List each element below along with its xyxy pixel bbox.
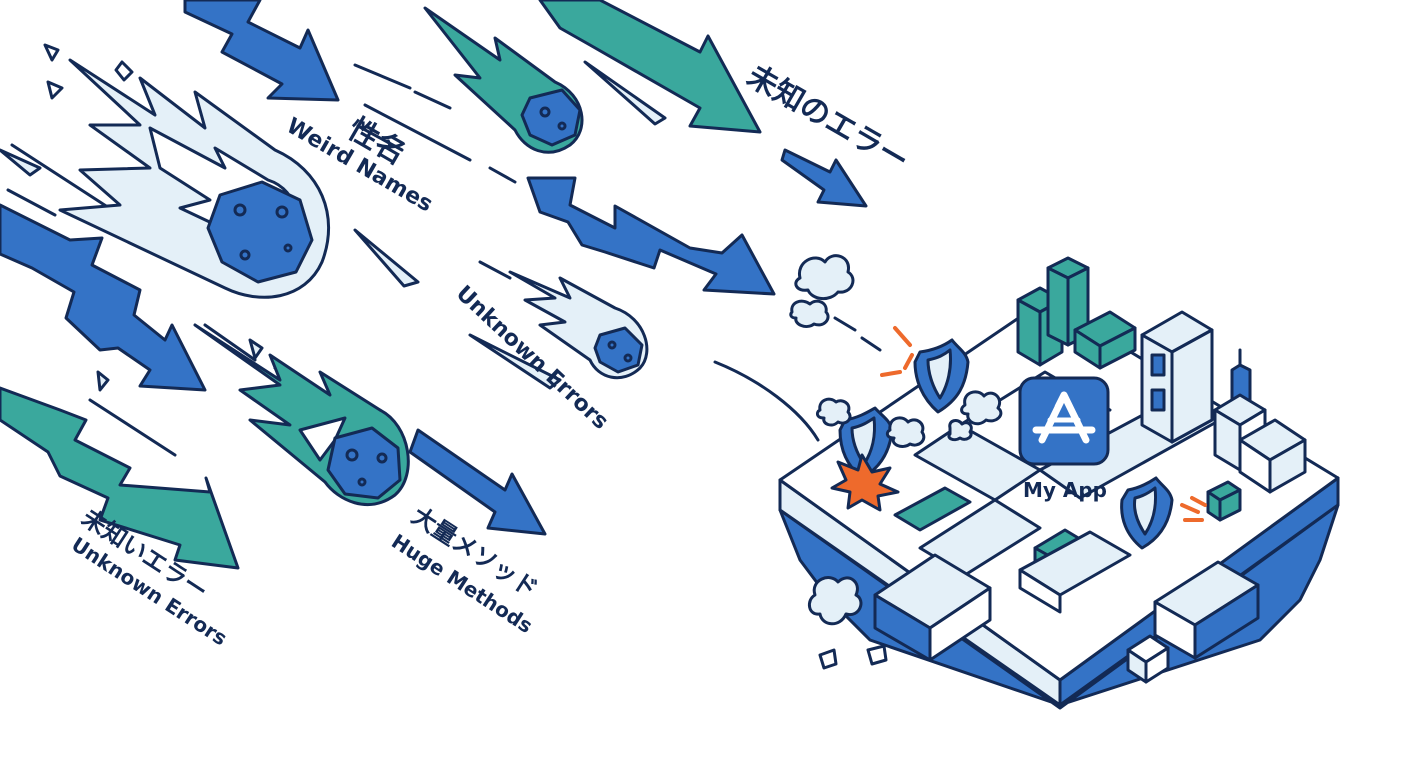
app-island: My App bbox=[778, 254, 1340, 710]
zigzag-arrow-icon bbox=[183, 0, 340, 102]
zigzag-arrow-icon bbox=[526, 176, 776, 296]
speed-lines bbox=[6, 63, 882, 457]
app-name: My App bbox=[1023, 478, 1107, 502]
building-icon bbox=[1213, 348, 1307, 494]
meteor-top bbox=[423, 6, 584, 154]
building-icon bbox=[1016, 256, 1090, 367]
impact-burst bbox=[830, 326, 1207, 522]
shards bbox=[0, 43, 888, 670]
shield-icon bbox=[1120, 476, 1174, 550]
zigzag-arrow-icon bbox=[538, 0, 762, 134]
shield-icon bbox=[913, 338, 970, 414]
meteor-lower bbox=[193, 323, 410, 506]
zigzag-arrows bbox=[0, 0, 868, 570]
meteor-small bbox=[508, 270, 649, 380]
app-store-icon bbox=[1018, 376, 1110, 466]
zigzag-arrow-icon bbox=[408, 428, 547, 536]
building-icon bbox=[1140, 310, 1214, 444]
meteor-large bbox=[58, 58, 331, 299]
smoke-cloud-icon bbox=[789, 254, 1003, 626]
meteor-icon bbox=[326, 426, 402, 500]
zigzag-arrow-icon bbox=[0, 386, 240, 570]
meteor-icon bbox=[520, 88, 582, 147]
zigzag-arrow-icon bbox=[0, 203, 207, 392]
zigzag-arrow-icon bbox=[780, 148, 868, 208]
label-unknown-top-jp: 未知のエラー bbox=[741, 59, 914, 179]
